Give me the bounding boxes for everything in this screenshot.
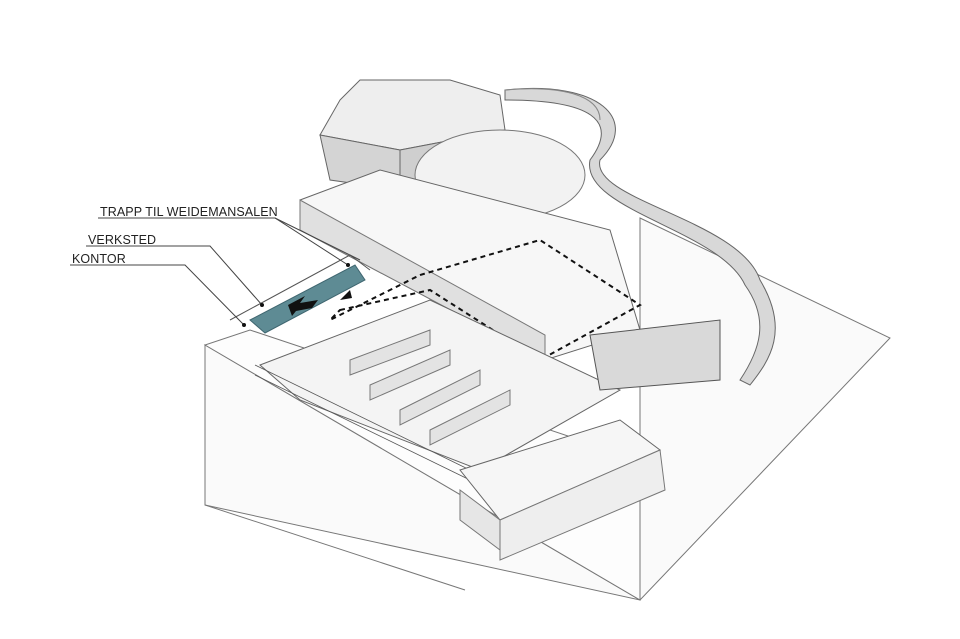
label-workshop: VERKSTED [88, 233, 157, 247]
label-office: KONTOR [72, 252, 126, 266]
glass-facade [589, 319, 721, 391]
lower-hall [259, 299, 622, 471]
label-stair: TRAPP TIL WEIDEMANSALEN [100, 205, 278, 219]
curved-wall [504, 88, 776, 386]
kontor-verksted-highlight [249, 264, 366, 334]
direction-arrow [340, 290, 352, 300]
direction-arrow [288, 296, 318, 316]
dashed-zone [329, 238, 642, 362]
